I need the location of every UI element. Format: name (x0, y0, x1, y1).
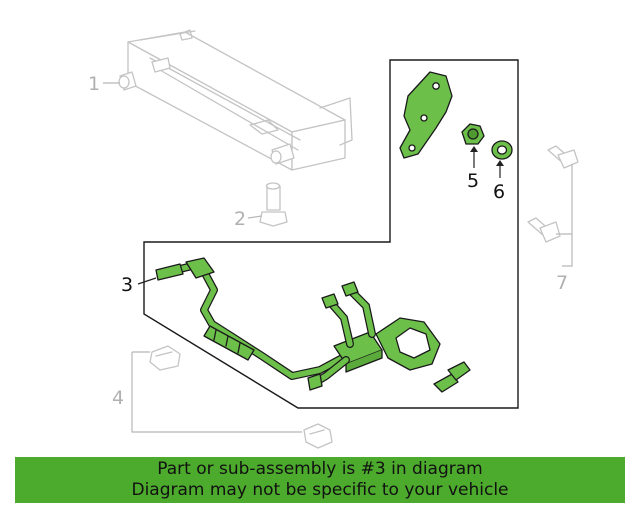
clip-part-4-upper[interactable] (149, 345, 181, 371)
bolt-part-2[interactable] (259, 182, 288, 227)
bolt-part-7-upper[interactable] (547, 145, 579, 169)
grommet-part-6[interactable] (491, 140, 513, 160)
leader-5 (470, 146, 478, 168)
leader-6 (496, 160, 504, 178)
leader-7 (556, 164, 573, 267)
callout-3: 3 (121, 274, 133, 296)
nut-part-5[interactable] (461, 123, 485, 145)
cooler-tube-assembly-part-3[interactable] (155, 257, 471, 393)
oil-cooler-part-1[interactable] (118, 29, 353, 171)
bolt-part-7-lower[interactable] (527, 217, 561, 243)
callout-5: 5 (467, 170, 479, 192)
banner-line-2: Diagram may not be specific to your vehi… (131, 480, 509, 500)
clip-part-4-lower[interactable] (303, 423, 333, 449)
leader-2 (247, 215, 263, 219)
callout-7: 7 (556, 272, 568, 294)
callout-6: 6 (493, 181, 505, 203)
assembly-boundary (143, 59, 519, 409)
leader-3 (137, 277, 157, 285)
leader-4 (131, 351, 302, 433)
banner-line-1: Part or sub-assembly is #3 in diagram (157, 459, 483, 479)
callout-1: 1 (88, 73, 100, 95)
callout-4: 4 (112, 387, 124, 409)
mounting-bracket[interactable] (399, 71, 453, 159)
callout-2: 2 (234, 208, 246, 230)
info-banner: Part or sub-assembly is #3 in diagram Di… (15, 457, 625, 503)
parts-diagram: 1 2 3 4 5 6 7 (88, 29, 579, 449)
